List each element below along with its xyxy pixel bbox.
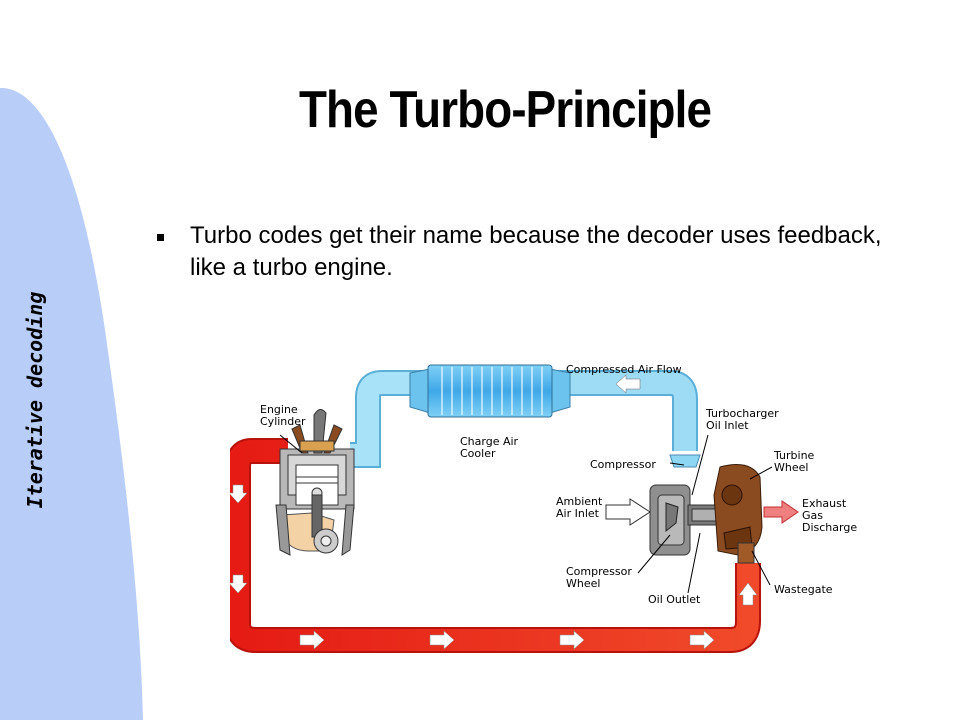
label-engine: Engine (260, 403, 298, 416)
label-wastegate: Wastegate (774, 583, 833, 596)
label-oil-outlet: Oil Outlet (648, 593, 701, 606)
turbocharger (649, 464, 763, 564)
label-turbine: Turbine (773, 449, 815, 462)
label-exhaust: Exhaust (802, 497, 847, 510)
label-cooler: Cooler (460, 447, 496, 460)
label-compressor-wheel-1: Compressor (566, 565, 632, 578)
label-ambient: Ambient (556, 495, 603, 508)
bullet-marker (157, 234, 164, 241)
label-cylinder: Cylinder (260, 415, 306, 428)
label-turbocharger: Turbocharger (705, 407, 779, 420)
label-discharge: Discharge (802, 521, 857, 534)
label-wheel: Wheel (774, 461, 808, 474)
slide-title-text: The Turbo-Principle (298, 81, 712, 139)
leader-lines (279, 434, 773, 594)
ambient-air-inlet-arrow (605, 498, 651, 526)
exhaust-flow-arrows (230, 484, 758, 650)
bullet-text: Turbo codes get their name because the d… (190, 222, 882, 281)
slide-title: The Turbo-Principle (61, 80, 906, 140)
intake-pipe (350, 370, 701, 468)
intake-flow-arrows (615, 374, 641, 394)
section-label: Iterative decoding (23, 291, 47, 509)
label-oil-inlet: Oil Inlet (706, 419, 749, 432)
exhaust-discharge-arrow (763, 500, 799, 524)
engine-cylinder (275, 409, 355, 556)
label-compressed-air-flow: Compressed Air Flow (566, 363, 682, 376)
label-air-inlet: Air Inlet (556, 507, 600, 520)
exhaust-pipe (230, 438, 761, 653)
label-charge-air: Charge Air (460, 435, 519, 448)
label-compressor: Compressor (590, 458, 656, 471)
turbo-engine-diagram: Compressed Air Flow Engine Cylinder Char… (230, 363, 857, 653)
label-compressor-wheel-2: Wheel (566, 577, 600, 590)
label-gas: Gas (802, 509, 823, 522)
charge-air-cooler (409, 364, 571, 418)
